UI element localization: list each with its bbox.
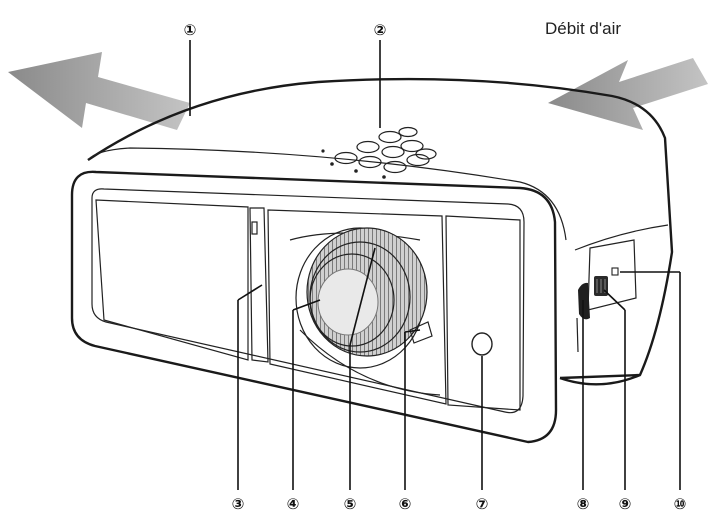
callout-leaders [189,40,681,490]
top-control-panel [321,126,437,179]
exhaust-airflow-arrow-icon [8,52,190,130]
callout-8: ⑧ [577,495,590,513]
zoom-lever [409,321,433,344]
projection-lens [295,227,428,369]
callout-6: ⑥ [399,495,412,513]
callout-2: ② [374,21,387,39]
side-controls [576,239,637,353]
front-panel [70,170,558,444]
callout-1: ① [184,21,197,39]
intake-airflow-arrow-icon [548,58,708,130]
callout-10: ⑩ [674,495,687,513]
infrared-receiver [445,215,521,411]
lens-shift-strip [249,207,269,363]
callout-9: ⑨ [619,495,632,513]
projector-body [87,77,674,386]
callout-3: ③ [232,495,245,513]
callout-7: ⑦ [476,495,489,513]
front-grille-panel [95,199,249,361]
callout-4: ④ [287,495,300,513]
airflow-caption: Débit d'air [545,19,621,38]
callout-5: ⑤ [344,495,357,513]
